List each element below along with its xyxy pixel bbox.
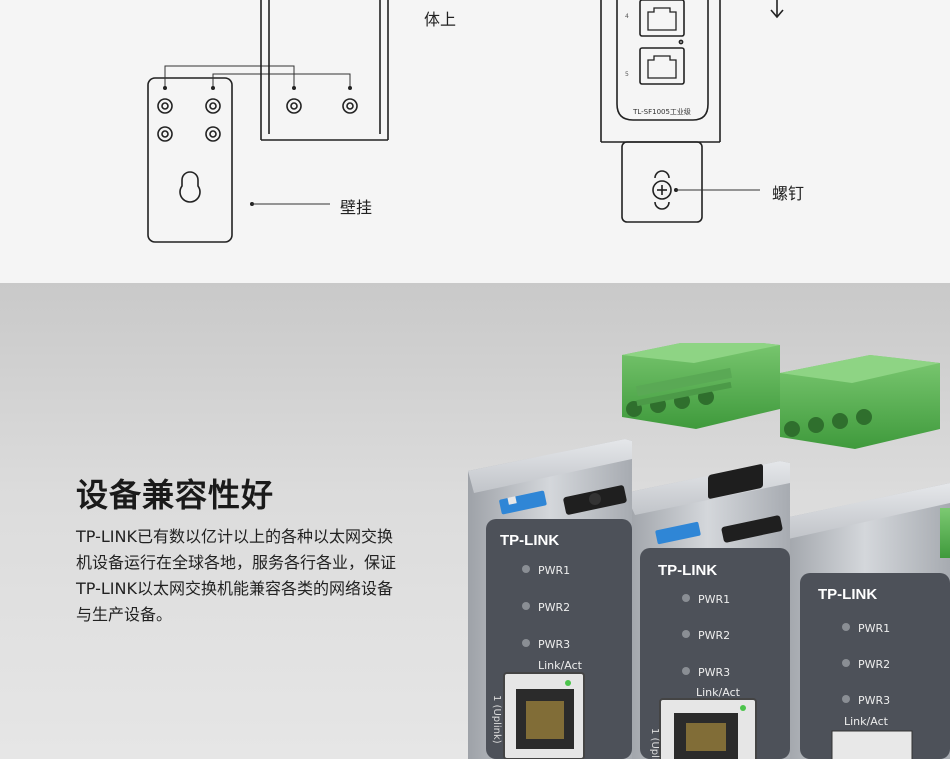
port-number-4: 4: [625, 13, 629, 20]
terminal-block-2: [780, 355, 940, 449]
uplink-label-2: 1 (Uplink): [649, 728, 660, 759]
wall-mount-plate: [147, 77, 233, 243]
switch-rear-outline: [260, 0, 389, 141]
brand-logo-2: TP-LINK: [658, 562, 717, 579]
installation-diagram-section: 4 5 TL-SF1005工业级 体上 壁挂 螺钉: [0, 0, 950, 283]
switch-product-image: TP-LINK PWR1 PWR2 PWR3 Link/Act: [468, 343, 950, 759]
switch-unit-2: TP-LINK PWR1 PWR2 PWR3 Link/Act 1 (Uplin…: [625, 355, 940, 759]
mounting-diagram: 4 5 TL-SF1005工业级: [147, 0, 784, 243]
port-number-5: 5: [625, 71, 629, 78]
indicator-pwr1-1: PWR1: [538, 564, 570, 577]
brand-logo-1: TP-LINK: [500, 532, 559, 549]
indicator-pwr1-2: PWR1: [698, 593, 730, 606]
model-label: TL-SF1005工业级: [632, 107, 691, 116]
indicator-pwr2-2: PWR2: [698, 629, 730, 642]
indicator-pwr2-1: PWR2: [538, 601, 570, 614]
down-arrow-icon: [770, 0, 784, 19]
indicator-pwr3-1: PWR3: [538, 638, 570, 651]
switch-unit-3: TP-LINK PWR1 PWR2 PWR3 Link/Act: [780, 483, 950, 759]
indicator-link-1: Link/Act: [538, 659, 583, 672]
top-mount-label: 体上: [424, 10, 457, 29]
indicator-pwr1-3: PWR1: [858, 622, 890, 635]
switch-unit-1: TP-LINK PWR1 PWR2 PWR3 Link/Act 1 (Uplin…: [468, 343, 780, 759]
wall-mount-label: 壁挂: [340, 198, 373, 217]
indicator-link-2: Link/Act: [696, 686, 741, 699]
brand-logo-3: TP-LINK: [818, 586, 877, 603]
feature-heading: 设备兼容性好: [76, 476, 275, 514]
screw-label: 螺钉: [772, 184, 805, 203]
switch-front-outline: [600, 0, 721, 223]
indicator-pwr2-3: PWR2: [858, 658, 890, 671]
compatibility-section: 设备兼容性好 TP-LINK已有数以亿计以上的各种以太网交换机设备运行在全球各地…: [0, 283, 950, 759]
feature-description: TP-LINK已有数以亿计以上的各种以太网交换机设备运行在全球各地，服务各行各业…: [76, 527, 397, 624]
indicator-pwr3-2: PWR3: [698, 666, 730, 679]
uplink-label-1: 1 (Uplink): [491, 695, 502, 744]
indicator-link-3: Link/Act: [844, 715, 889, 728]
indicator-pwr3-3: PWR3: [858, 694, 890, 707]
terminal-block-1: [622, 343, 780, 429]
